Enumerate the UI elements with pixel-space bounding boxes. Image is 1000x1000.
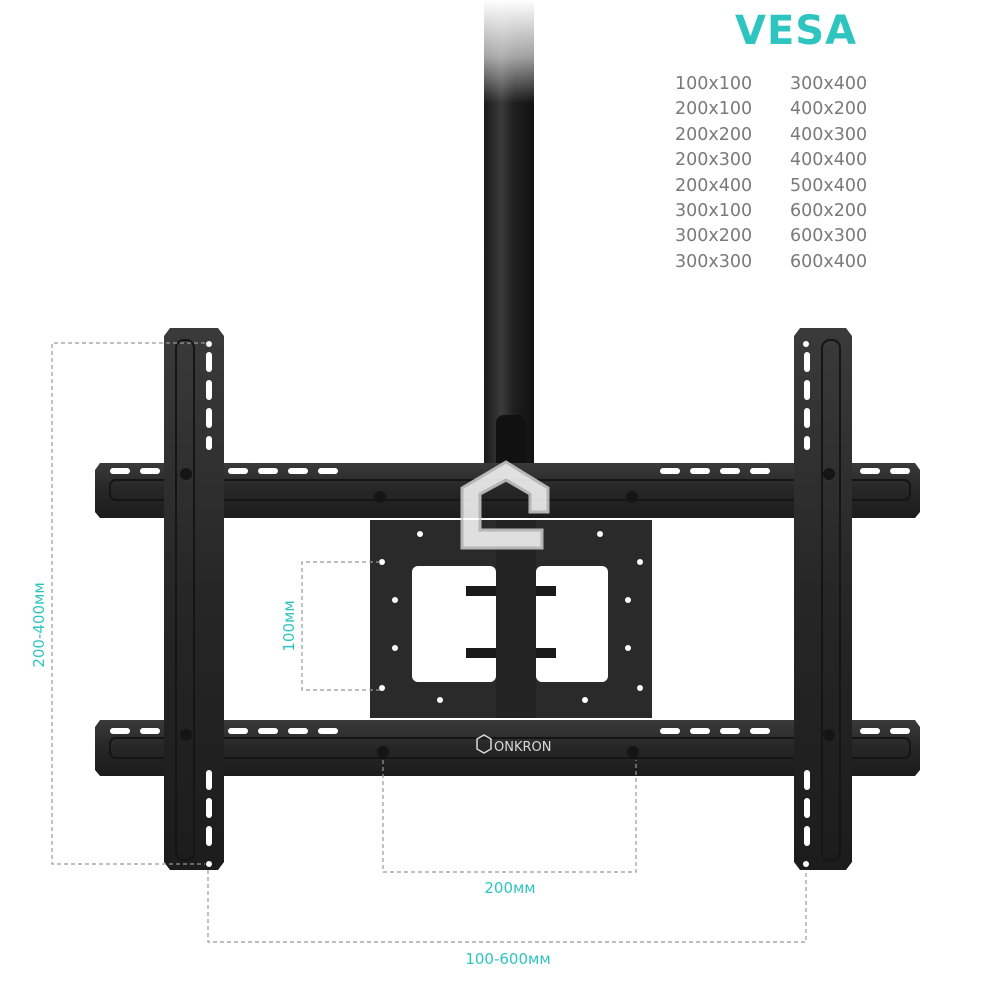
- vesa-size-item: 400x400: [790, 150, 868, 171]
- vesa-sizes-column-2: 300x400 400x200 400x300 400x400 500x400 600x2…: [790, 72, 867, 275]
- right-vertical-arm: [794, 328, 852, 870]
- vesa-size-item: 500x400: [790, 175, 868, 196]
- dimension-horizontal-inner: 200мм: [484, 879, 535, 897]
- vesa-size-item: 600x200: [790, 201, 868, 222]
- ceiling-pole: [484, 0, 534, 475]
- left-vertical-arm: [164, 328, 224, 870]
- vesa-sizes-column-1: 100x100 200x100 200x200 200x300 200x400 300x1…: [675, 72, 752, 275]
- vesa-size-item: 300x100: [675, 201, 753, 222]
- vesa-size-item: 600x300: [790, 226, 868, 247]
- central-mounting-plate: [370, 520, 652, 718]
- vesa-size-item: 400x200: [790, 99, 868, 120]
- vesa-size-item: 200x100: [675, 99, 753, 120]
- onkron-logo-icon: [476, 734, 492, 754]
- vesa-title: VESA: [735, 8, 858, 54]
- dimension-vertical-outer: 200-400мм: [30, 582, 48, 667]
- bottom-horizontal-rail: [95, 720, 920, 776]
- dimension-lines: [51, 342, 807, 943]
- vesa-size-item: 200x400: [675, 175, 753, 196]
- vesa-size-item: 100x100: [675, 74, 753, 94]
- vesa-size-item: 300x300: [675, 251, 753, 272]
- brand-name: ONKRON: [494, 740, 551, 755]
- vesa-size-item: 300x200: [675, 226, 753, 247]
- dimension-horizontal-outer: 100-600мм: [465, 950, 550, 968]
- vesa-size-item: 200x200: [675, 124, 753, 145]
- watermark-logo-icon: [460, 460, 550, 550]
- vesa-size-item: 200x300: [675, 150, 753, 171]
- vesa-size-item: 600x400: [790, 251, 868, 272]
- vesa-size-item: 400x300: [790, 124, 868, 145]
- vesa-size-item: 300x400: [790, 74, 868, 94]
- dimension-vertical-inner: 100мм: [280, 600, 298, 651]
